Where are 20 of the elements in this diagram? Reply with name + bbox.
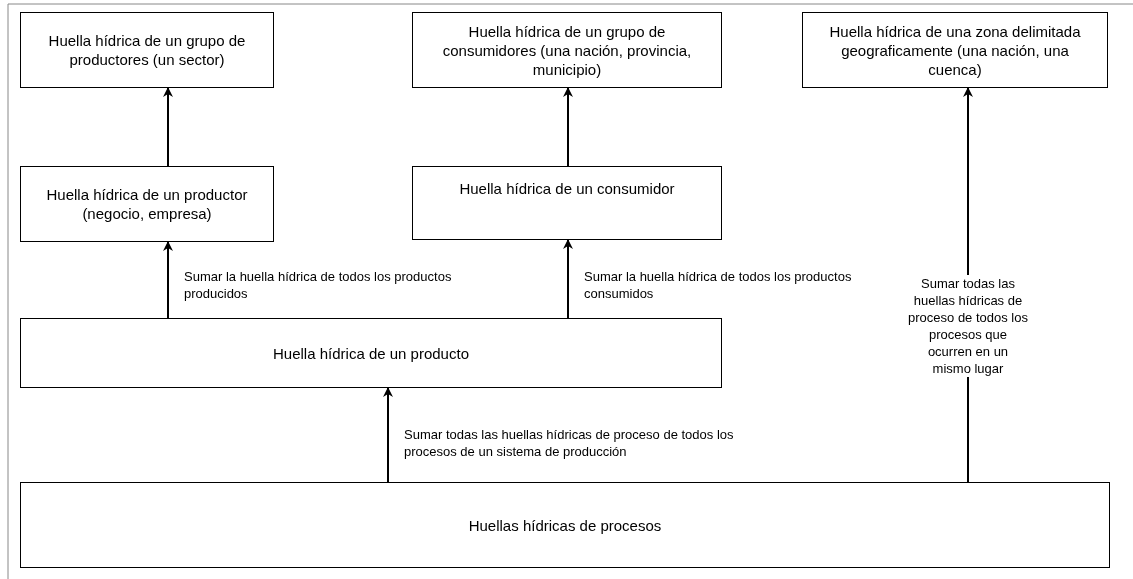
box-text: Huella hídrica de una zona delimitada geograficamente (una nación, una cuenca) xyxy=(828,21,1082,79)
box-text: Huella hídrica de un grupo de productores (un sector) xyxy=(47,31,247,69)
box-text: Huella hídrica de un producto xyxy=(273,343,469,363)
box-text: Huella hídrica de un consumidor xyxy=(459,179,675,198)
arrow xyxy=(163,87,173,167)
arrow xyxy=(163,241,173,319)
arrow xyxy=(563,87,573,167)
box xyxy=(412,166,722,240)
box xyxy=(802,12,1108,88)
box xyxy=(20,482,1110,568)
edge-label: Sumar todas las huellas hídricas de proceso de todos los procesos que ocurren en un mismo lugar xyxy=(908,275,1028,377)
box xyxy=(20,318,722,388)
box-text: Huella hídrica de un grupo de consumidores (una nación, provincia, municipio) xyxy=(441,21,693,79)
box-text: Huella hídrica de un productor (negocio, empresa) xyxy=(45,185,249,223)
box xyxy=(20,12,274,88)
box-text: Huellas hídricas de procesos xyxy=(468,515,662,535)
arrow xyxy=(563,239,573,319)
arrow xyxy=(383,387,393,483)
box xyxy=(20,166,274,242)
box xyxy=(412,12,722,88)
